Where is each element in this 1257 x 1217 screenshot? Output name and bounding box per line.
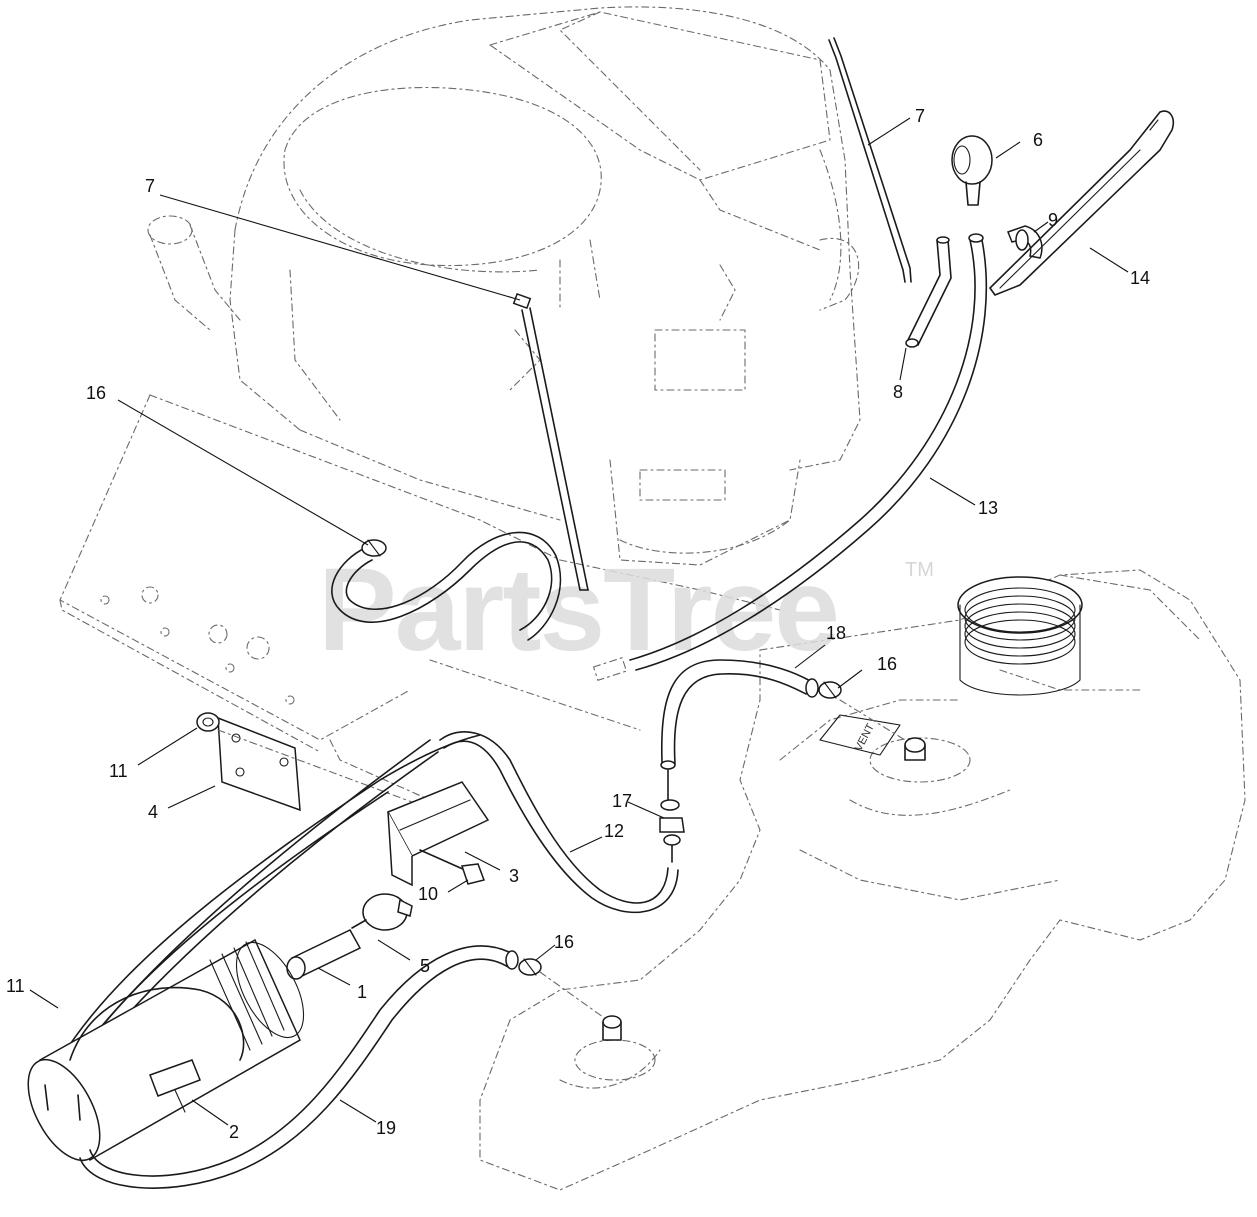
engine-outline xyxy=(229,6,861,566)
callout-14: 13 xyxy=(978,498,998,518)
part-7-rod xyxy=(828,37,912,283)
part-17-filter xyxy=(659,769,685,863)
watermark: PartsTree TM xyxy=(318,544,934,676)
mounting-plate xyxy=(59,394,781,801)
callout-6: 6 xyxy=(1033,130,1043,150)
tank-vent-label: VENT xyxy=(853,722,878,754)
part-1-hose xyxy=(286,929,362,980)
tank-fittings xyxy=(602,699,926,1041)
callout-7-right: 7 xyxy=(915,106,925,126)
callout-13: 12 xyxy=(604,821,624,841)
callout-4: 4 xyxy=(148,802,158,822)
callout-19: 19 xyxy=(376,1118,396,1138)
fuel-tank xyxy=(479,569,1246,1191)
part-hose-left xyxy=(331,531,562,641)
fuel-filler-neck xyxy=(957,576,1083,696)
callout-11: 11 xyxy=(109,761,128,781)
part-16-clamp-lower xyxy=(518,958,611,1023)
watermark-text: PartsTree xyxy=(318,544,838,676)
callout-2: 2 xyxy=(229,1122,239,1142)
part-5-valve xyxy=(351,893,413,931)
part-19-hose xyxy=(79,945,519,1189)
part-4-bracket xyxy=(217,716,421,812)
callout-10: 10 xyxy=(418,884,438,904)
callout-7-upper-left: 7 xyxy=(145,176,155,196)
part-10-bolt xyxy=(419,849,485,885)
part-2-clamp xyxy=(149,1059,201,1113)
callout-labels: 7 16 7 6 9 14 8 13 18 16 17 12 11 4 3 10… xyxy=(6,106,1150,1142)
tank-vent-label-plate: VENT xyxy=(819,714,901,756)
callout-18: 18 xyxy=(826,623,846,643)
part-15-dipstick xyxy=(989,110,1175,296)
part-3-bracket xyxy=(386,781,490,887)
part-12-canister xyxy=(27,938,305,1162)
callout-8: 8 xyxy=(893,382,903,402)
part-16-clamp-left xyxy=(361,539,387,557)
part-6-cap xyxy=(951,135,993,206)
part-11-nut xyxy=(196,712,220,732)
part-8-tube xyxy=(905,236,952,348)
callout-5: 5 xyxy=(420,956,430,976)
callout-16-left: 16 xyxy=(86,383,106,403)
callout-12: 11 xyxy=(6,976,25,996)
callout-15: 14 xyxy=(1130,268,1150,288)
part-9-elbow xyxy=(1007,225,1043,259)
callout-1: 1 xyxy=(357,982,367,1002)
part-14-tube xyxy=(629,233,988,671)
callout-16-lower: 16 xyxy=(554,932,574,952)
part-16-clamp-mid xyxy=(818,681,842,699)
callout-16-mid: 16 xyxy=(877,654,897,674)
watermark-trademark: TM xyxy=(905,559,934,581)
leader-lines xyxy=(29,117,1129,1126)
callout-3: 3 xyxy=(509,866,519,886)
oil-fill-tube xyxy=(147,215,241,331)
callout-9: 9 xyxy=(1048,210,1058,230)
callout-17: 17 xyxy=(612,791,632,811)
part-18-hose xyxy=(660,659,819,770)
